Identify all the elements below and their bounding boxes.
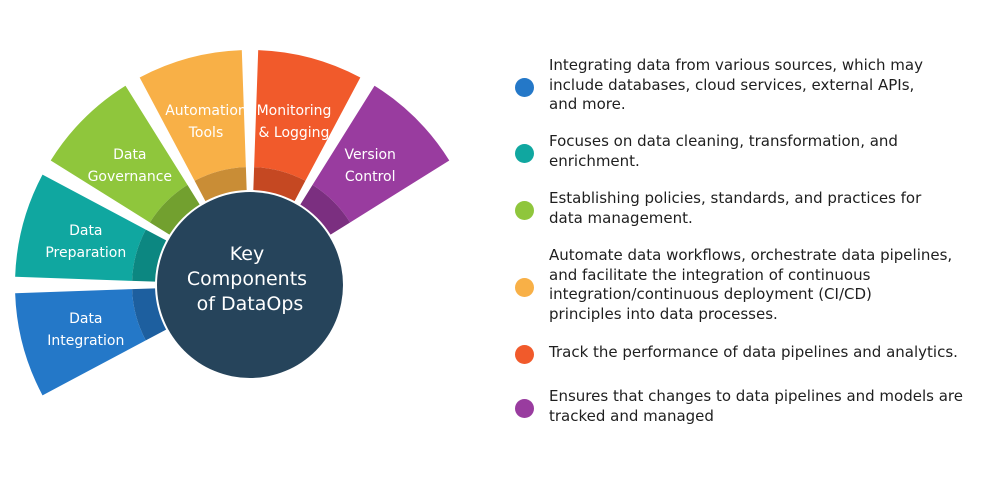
center-circle — [157, 192, 343, 378]
legend-bullet-dot — [515, 399, 534, 418]
segment-automation-label-line-1: Automation — [165, 103, 247, 119]
segment-version-label-line-2: Control — [345, 169, 396, 185]
segment-version-outer — [312, 85, 450, 223]
segment-preparation-outer — [15, 174, 146, 281]
segment-governance-label-line-2: Governance — [88, 169, 172, 185]
legend-text: Track the performance of data pipelines … — [549, 343, 958, 361]
segment-monitoring: Monitoring & Logging — [253, 50, 361, 202]
center-label-line-1: Key — [230, 243, 264, 265]
segment-monitoring-outer — [254, 50, 361, 181]
segment-version-inner-band — [300, 184, 351, 235]
segment-version-label-line-1: Version — [344, 147, 395, 163]
legend-bullet-dot — [515, 277, 534, 297]
legend-bullet-dot — [515, 144, 534, 163]
segment-governance-label-line-1: Data — [113, 147, 146, 163]
legend-bullet-dot — [515, 201, 534, 220]
center-label-line-2: Components — [187, 268, 307, 290]
segment-integration-label-line-1: Data — [69, 311, 102, 327]
legend-bullet-dot — [515, 345, 534, 365]
segment-integration-outer — [15, 289, 146, 396]
segment-governance-inner-band — [149, 184, 200, 235]
legend-text: Integrating data from various sources, w… — [549, 56, 923, 113]
segment-governance-outer — [50, 85, 188, 223]
segment-preparation-label-line-2: Preparation — [45, 245, 126, 261]
legend-bullet-dot — [515, 77, 534, 97]
segment-preparation-inner-band — [132, 229, 167, 282]
segment-monitoring-label: Monitoring & Logging — [257, 103, 332, 141]
segment-monitoring-inner-band — [253, 167, 306, 202]
segment-integration-inner-band — [132, 288, 167, 341]
legend-text: Ensures that changes to data pipelines a… — [549, 387, 963, 425]
segment-automation-label-line-2: Tools — [188, 125, 224, 141]
segment-integration-label-line-2: Integration — [47, 333, 124, 349]
segment-monitoring-label-line-2: & Logging — [259, 125, 330, 141]
center-label: Key Components of DataOps — [187, 243, 313, 315]
segment-preparation-label-line-1: Data — [69, 223, 102, 239]
legend-text: Establishing policies, standards, and pr… — [549, 189, 922, 227]
segment-automation-outer — [139, 50, 246, 181]
center-label-line-3: of DataOps — [197, 293, 304, 315]
segment-automation-inner-band — [194, 167, 247, 202]
segment-monitoring-label-line-1: Monitoring — [257, 103, 332, 119]
legend-text: Focuses on data cleaning, transformation… — [549, 132, 898, 170]
legend-text: Automate data workflows, orchestrate dat… — [549, 246, 953, 323]
